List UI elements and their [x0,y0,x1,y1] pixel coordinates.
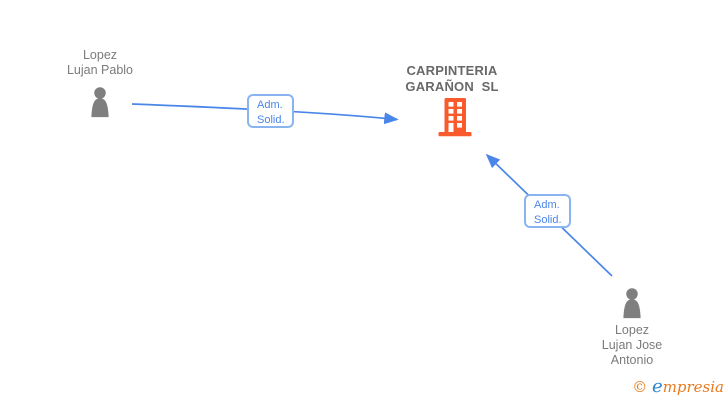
person1-name-line2: Lujan Pablo [66,63,134,77]
company-name-line2: GARAÑON SL [405,79,499,94]
edge2-label-line2: Solid. [534,214,562,226]
copyright-icon: © [632,378,648,396]
edge1-label-line1: Adm. [257,99,283,111]
edge-label-adm-solid-2[interactable]: Adm. Solid. [524,194,571,228]
edge2-label-line1: Adm. [534,199,560,211]
empresia-watermark: © empresia [632,376,724,397]
company-name-line1: CARPINTERIA [406,63,498,78]
person1-name-line1: Lopez [82,48,118,62]
empresia-logo-initial: e [652,376,663,397]
node-label-person1[interactable]: Lopez Lujan Pablo [35,48,165,78]
edge-label-adm-solid-1[interactable]: Adm. Solid. [247,94,294,128]
node-label-company[interactable]: CARPINTERIA GARAÑON SL [387,63,517,95]
empresia-logo-text: mpresia [662,378,724,396]
edge1-label-line2: Solid. [257,114,285,126]
person2-name-line1: Lopez [614,323,650,337]
person-icon[interactable] [85,85,115,118]
node-label-person2[interactable]: Lopez Lujan Jose Antonio [567,323,697,368]
person2-name-line3: Antonio [610,353,654,367]
person-icon[interactable] [617,286,647,319]
building-icon[interactable] [437,97,473,137]
person2-name-line2: Lujan Jose [601,338,663,352]
